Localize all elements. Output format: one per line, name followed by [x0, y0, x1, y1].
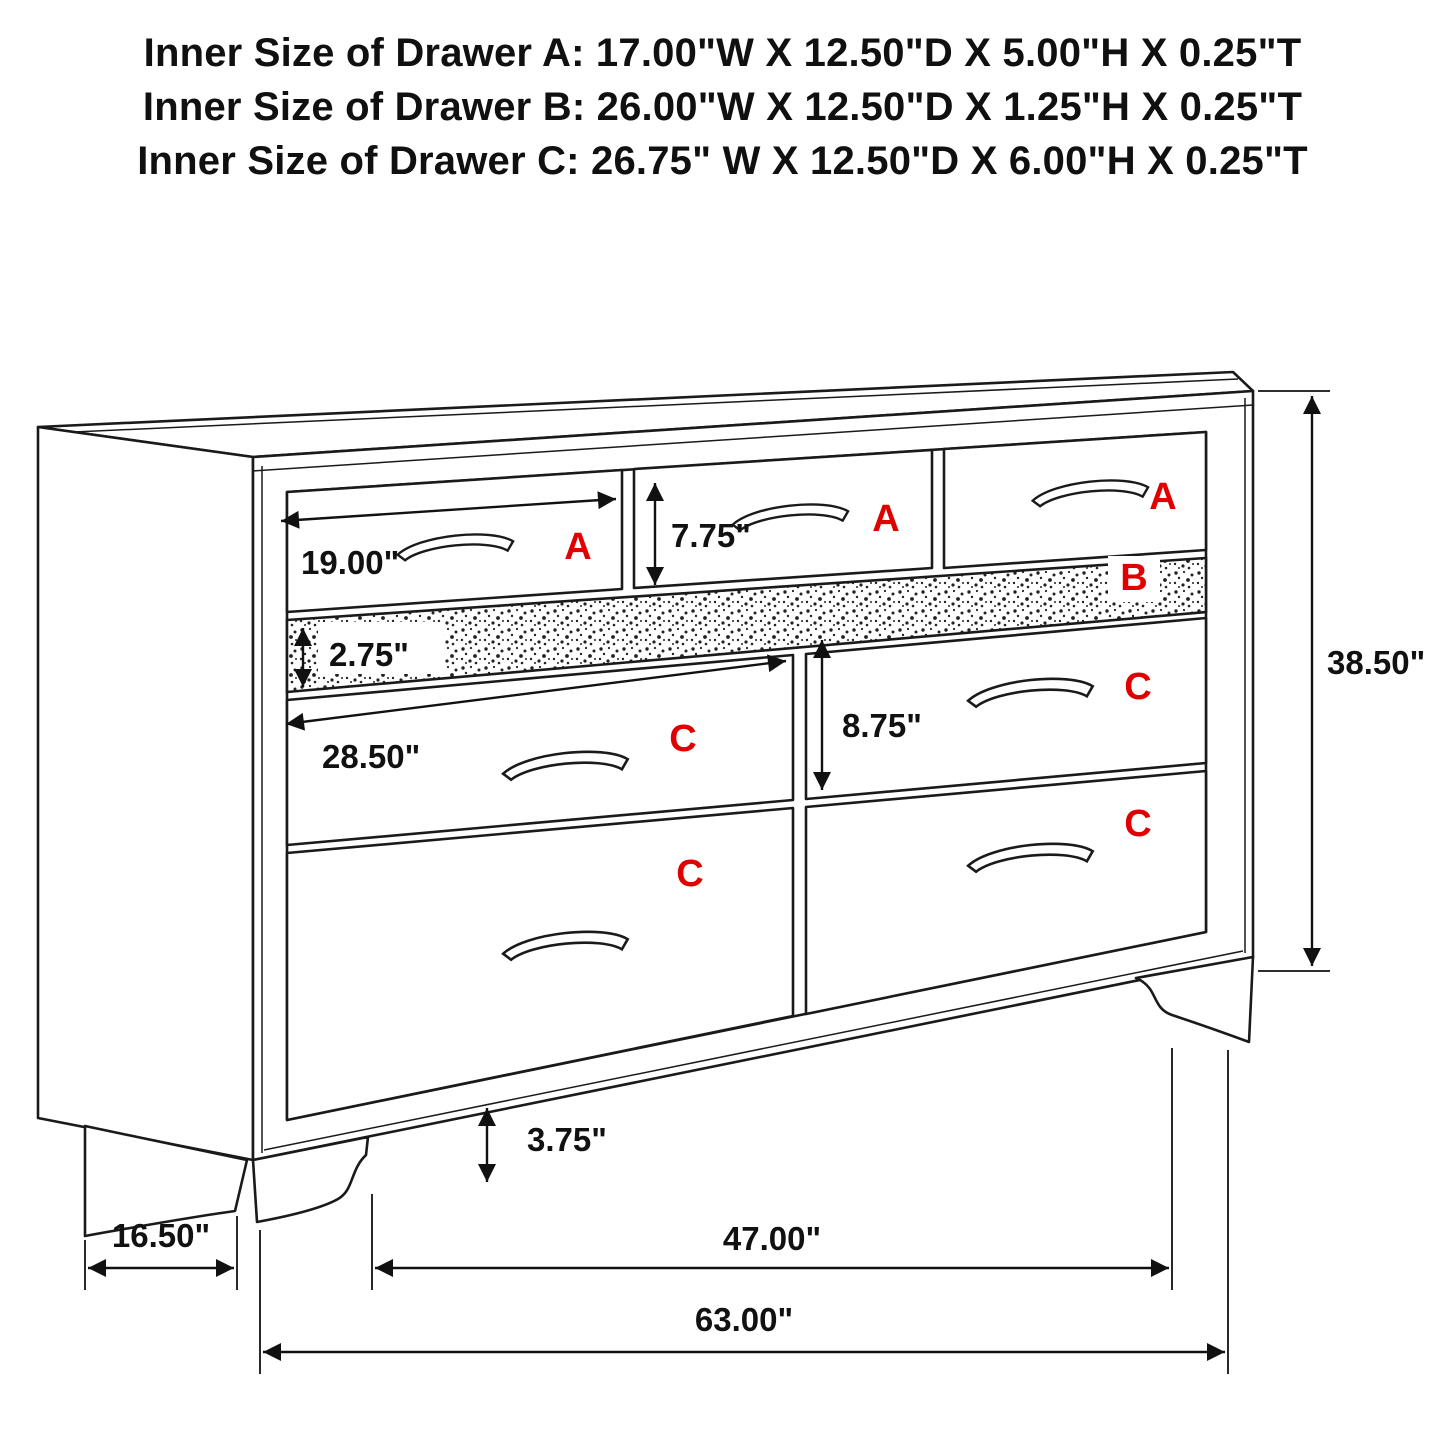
label-drawer-a1: A: [564, 526, 591, 568]
dim-drawer-a-height: 7.75": [646, 483, 751, 585]
dim-feet-span-text: 47.00": [723, 1220, 821, 1257]
label-drawer-c-left-top: C: [669, 718, 696, 760]
dim-drawer-c-height-text: 8.75": [842, 707, 922, 744]
label-drawer-a2: A: [872, 498, 899, 540]
dimension-annotations: 19.00" 7.75" 2.75" 28.50" 8.75": [84, 390, 1425, 1374]
drawer-c-right-bottom-front: [804, 769, 1208, 1016]
label-drawer-c-left-bottom: C: [676, 853, 703, 895]
spec-header: Inner Size of Drawer A: 17.00"W X 12.50"…: [0, 26, 1445, 188]
dim-drawer-a-width-text: 19.00": [301, 544, 399, 581]
dim-foot-height-text: 3.75": [527, 1121, 607, 1158]
dim-drawer-c-width: 28.50": [285, 654, 787, 775]
dim-overall-width-text: 63.00": [695, 1301, 793, 1338]
drawer-c-left-bottom-front: [285, 806, 795, 1122]
dim-drawer-c-height: 8.75": [813, 640, 922, 790]
drawer-c-right-top-front: [804, 616, 1208, 801]
dim-side-depth-text: 16.50": [112, 1217, 210, 1254]
label-drawer-a3: A: [1149, 476, 1176, 518]
label-b-backdrop: [1108, 556, 1160, 602]
dim-overall-height: 38.50": [1258, 390, 1425, 972]
top-underside-line: [252, 404, 1254, 472]
label-drawer-b: B: [1120, 557, 1147, 599]
spec-line-drawer-a: Inner Size of Drawer A: 17.00"W X 12.50"…: [143, 31, 1302, 75]
drawer-a2-front: [632, 448, 934, 590]
dim-feet-span: 47.00": [371, 1048, 1173, 1290]
label-drawer-c-right-bottom: C: [1124, 803, 1151, 845]
dim-drawer-c-width-text: 28.50": [322, 738, 420, 775]
drawer-a3-front: [942, 430, 1208, 570]
front-left-foot: [251, 1135, 370, 1224]
front-right-foot: [1134, 955, 1255, 1044]
dim-drawer-a-height-text: 7.75": [671, 517, 751, 554]
dim-overall-height-text: 38.50": [1327, 644, 1425, 681]
dim-overall-width: 63.00": [259, 1050, 1229, 1374]
label-drawer-c-right-top: C: [1124, 666, 1151, 708]
dresser-left-side: [36, 425, 255, 1162]
dim-strip-b-height-text: 2.75": [329, 636, 409, 673]
dim-drawer-a-width: 19.00": [280, 491, 617, 581]
spec-line-drawer-c: Inner Size of Drawer C: 26.75" W X 12.50…: [137, 139, 1308, 183]
left-side-foot: [83, 1124, 249, 1238]
dim-side-depth: 16.50": [84, 1216, 238, 1290]
top-bevel-line: [51, 378, 1239, 434]
bottom-rail-bevel: [263, 950, 1244, 1151]
dim-foot-height: 3.75": [478, 1108, 607, 1182]
spec-line-drawer-b: Inner Size of Drawer B: 26.00"W X 12.50"…: [142, 85, 1303, 129]
